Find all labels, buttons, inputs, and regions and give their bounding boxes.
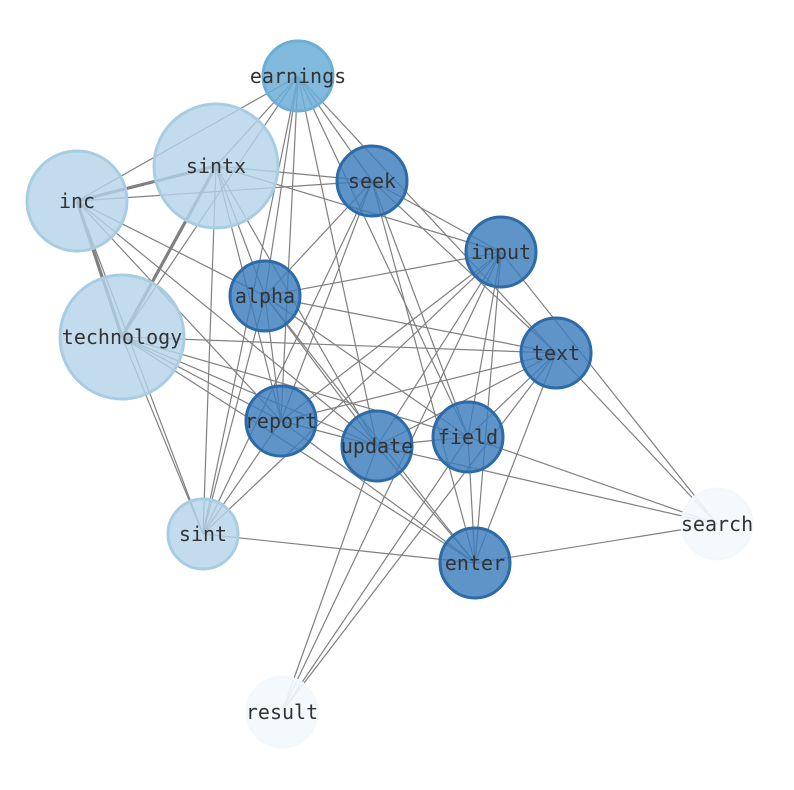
edge-technology-text: [121, 336, 557, 354]
node-label-update: update: [341, 434, 413, 458]
node-sintx: sintx: [152, 102, 280, 230]
node-technology: technology: [58, 273, 186, 401]
node-label-enter: enter: [445, 551, 505, 575]
edge-update-result: [281, 445, 378, 713]
node-sint: sint: [166, 497, 240, 571]
edge-input-result: [281, 251, 502, 713]
node-report: report: [244, 384, 318, 458]
edge-text-result: [281, 352, 557, 713]
edge-seek-enter: [371, 180, 476, 564]
node-circle-alpha: [228, 259, 302, 333]
edge-sint-enter: [202, 533, 476, 564]
node-field: field: [431, 400, 505, 474]
edge-inc-update: [76, 200, 378, 447]
node-label-technology: technology: [62, 325, 182, 349]
node-circle-update: [340, 409, 414, 483]
node-circle-earnings: [261, 39, 335, 113]
edge-earnings-report: [280, 75, 299, 422]
edge-text-enter: [474, 352, 557, 564]
node-input: input: [464, 215, 538, 289]
edge-alpha-sint: [202, 295, 266, 535]
node-label-result: result: [246, 700, 318, 724]
node-earnings: earnings: [250, 39, 346, 113]
node-circle-inc: [25, 149, 129, 253]
edge-input-search: [500, 251, 718, 525]
node-label-input: input: [471, 240, 531, 264]
edge-earnings-text: [297, 75, 557, 354]
edge-input-alpha: [264, 251, 502, 297]
node-layer: earnings sintx inc seek input alpha technology…: [25, 39, 754, 749]
node-update: update: [340, 409, 414, 483]
edge-alpha-field: [264, 295, 469, 438]
node-circle-input: [464, 215, 538, 289]
node-label-field: field: [438, 425, 498, 449]
edge-report-enter: [280, 420, 476, 564]
edge-update-search: [376, 445, 718, 525]
node-circle-enter: [438, 526, 512, 600]
node-label-text: text: [532, 341, 580, 365]
node-label-sintx: sintx: [186, 154, 246, 178]
edge-field-result: [281, 436, 469, 713]
node-label-search: search: [681, 512, 753, 536]
node-alpha: alpha: [228, 259, 302, 333]
node-text: text: [519, 316, 593, 390]
node-circle-report: [244, 384, 318, 458]
node-label-seek: seek: [348, 169, 396, 193]
edge-field-search: [467, 436, 718, 525]
node-circle-technology: [58, 273, 186, 401]
node-enter: enter: [438, 526, 512, 600]
edge-text-search: [555, 352, 718, 525]
node-inc: inc: [25, 149, 129, 253]
edge-input-report: [280, 251, 502, 422]
edge-seek-report: [280, 180, 373, 422]
edge-seek-text: [371, 180, 557, 354]
node-search: search: [680, 487, 754, 561]
node-label-sint: sint: [179, 522, 227, 546]
node-circle-text: [519, 316, 593, 390]
edge-seek-sint: [202, 180, 373, 535]
node-label-report: report: [245, 409, 317, 433]
node-circle-field: [431, 400, 505, 474]
node-circle-search: [680, 487, 754, 561]
edge-enter-search: [474, 523, 718, 564]
node-label-alpha: alpha: [235, 284, 295, 308]
edge-input-sint: [202, 251, 502, 535]
node-label-earnings: earnings: [250, 64, 346, 88]
node-circle-result: [245, 675, 319, 749]
edge-seek-field: [371, 180, 469, 438]
edge-alpha-text: [264, 295, 557, 354]
edge-text-report: [280, 352, 557, 422]
node-seek: seek: [335, 144, 409, 218]
node-circle-seek: [335, 144, 409, 218]
edge-earnings-field: [297, 75, 469, 438]
node-circle-sint: [166, 497, 240, 571]
node-circle-sintx: [152, 102, 280, 230]
node-result: result: [245, 675, 319, 749]
edge-earnings-update: [297, 75, 378, 447]
node-label-inc: inc: [59, 189, 95, 213]
